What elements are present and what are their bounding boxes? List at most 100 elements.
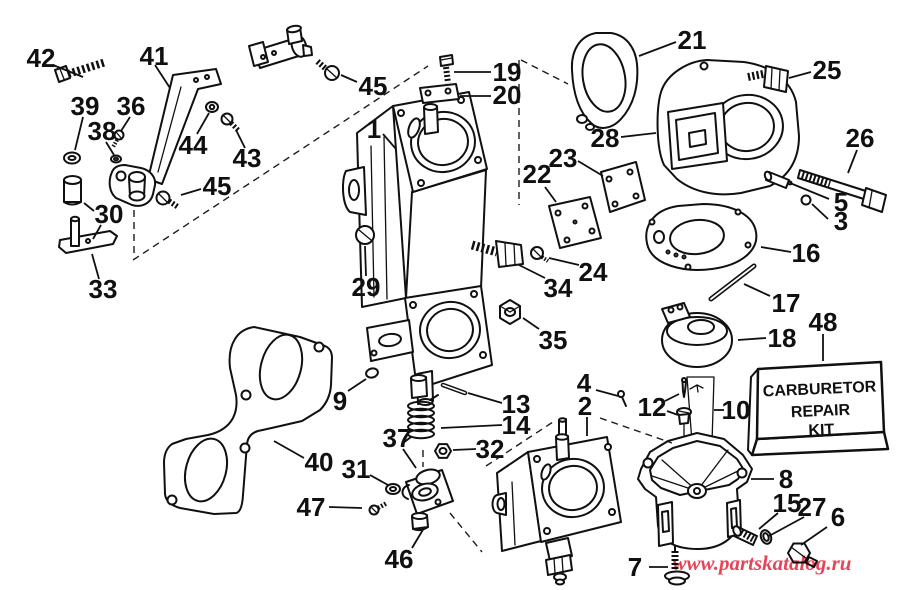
callout-34: 34 [544,273,573,303]
repair-kit-label: CARBURETOR REPAIR KIT [762,379,877,440]
callout-9: 9 [333,386,347,416]
callout-35: 35 [539,325,568,355]
part-gasket-40 [163,326,333,515]
dashed-alignment-line [520,59,569,85]
leader-line-26 [847,149,858,174]
leader-line-31 [369,474,389,486]
leader-line-9 [347,378,367,392]
callout-27: 27 [798,492,827,522]
leader-line-1 [382,133,397,150]
part-pin-plate-33 [58,215,118,254]
leader-line-28 [620,132,657,138]
leader-line-21 [638,41,677,57]
leader-line-37 [402,448,417,469]
callout-28: 28 [591,123,620,153]
callout-13: 13 [502,389,531,419]
part-screw-47 [368,501,389,516]
callout-1: 1 [367,114,381,144]
part-nut-32 [434,443,452,459]
leader-line-30 [92,224,102,240]
part-rod-17 [708,263,757,302]
part-washer-39 [63,151,81,165]
dashed-alignment-line [599,417,673,444]
leader-line-39 [74,116,84,151]
part-disc-29 [355,225,375,245]
callout-17: 17 [772,288,801,318]
leader-line-45 [340,74,358,83]
dashed-alignment-line [485,419,557,467]
leader-line-30 [83,202,95,212]
part-plunger-cap [410,374,428,399]
part-plate-23 [600,161,646,213]
callout-31: 31 [342,454,371,484]
watermark-text: www.partskatalog.ru [673,551,852,575]
callout-21: 21 [678,25,707,55]
leader-line-45 [180,188,202,196]
part-pin-13 [440,382,468,396]
callout-15: 15 [773,488,802,518]
part-spacer-30 [63,175,82,206]
part-oring-27 [759,529,773,545]
leader-line-43 [235,129,246,149]
callout-32: 32 [476,434,505,464]
callout-6: 6 [831,502,845,532]
part-screw-43 [220,112,241,133]
leader-line-22 [544,186,557,203]
part-float-18 [661,302,733,368]
callout-14: 14 [502,410,531,440]
callout-5: 5 [834,187,848,217]
part-spring-14 [402,394,439,444]
part-screw-7 [664,545,690,586]
callout-29: 29 [352,272,381,302]
leader-line-13 [467,392,503,404]
part-body-28 [656,59,800,196]
callout-45: 45 [203,171,232,201]
part-pin-4 [617,390,627,407]
callout-47: 47 [297,492,326,522]
part-washer-31 [385,483,401,495]
leader-line-36 [120,116,131,132]
callout-20: 20 [493,80,522,110]
callout-2: 2 [578,391,592,421]
leader-line-12 [666,410,679,416]
part-screw-6 [787,542,818,568]
part-clamp-37 [401,468,454,515]
leader-line-32 [452,448,477,451]
part-screw-42 [54,58,108,83]
part-gasket-16 [645,203,758,271]
callout-7: 7 [628,552,642,582]
leader-line-16 [760,246,792,253]
callout-39: 39 [71,91,100,121]
callout-45: 45 [359,71,388,101]
part-gasket-21 [570,32,639,131]
leader-line-29 [364,245,367,277]
part-nut-35 [499,299,521,325]
leader-line-42 [52,64,84,78]
leader-line-23 [577,160,604,177]
part-plug-5 [763,170,793,189]
callout-3: 3 [834,206,848,236]
callout-8: 8 [779,464,793,494]
kit-box-line-1: CARBURETOR [762,379,877,401]
leader-line-47 [328,506,363,509]
part-screw-45-left [155,190,180,210]
leader-line-27 [768,516,805,537]
leader-line-12 [664,393,680,402]
leader-line-44 [196,112,210,135]
leader-line-38 [105,141,115,156]
part-oring-9 [365,367,379,379]
callout-10: 10 [722,395,751,425]
callout-37: 37 [383,423,412,453]
alignment-dashed-lines [132,59,673,553]
callout-12: 12 [638,392,667,422]
leader-line-3 [811,203,829,220]
callout-40: 40 [305,447,334,477]
callout-leader-lines [52,41,858,568]
part-repair-kit-box-48 [747,360,890,457]
part-carburetor-body-2 [491,417,622,586]
part-plate-22 [548,196,602,249]
kit-box-line-2: REPAIR [791,402,851,422]
leader-line-4 [595,389,619,397]
callout-24: 24 [579,257,608,287]
